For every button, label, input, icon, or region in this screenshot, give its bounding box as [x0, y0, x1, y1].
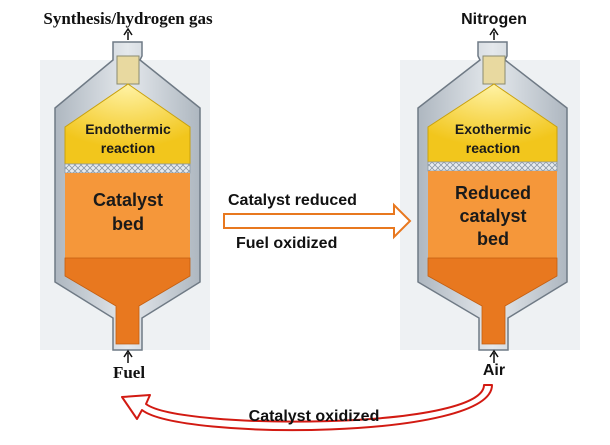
reduction-arrow-label-bottom: Fuel oxidized	[236, 235, 337, 252]
right-bed-line1: Reduced	[455, 183, 531, 203]
return-arrow-label: Catalyst oxidized	[249, 408, 380, 425]
left-upper-line1: Endothermic	[85, 121, 171, 137]
right-output-arrow	[489, 27, 499, 40]
reduction-arrow	[223, 202, 412, 240]
left-catalyst-bed	[65, 173, 190, 258]
right-grid-plate	[427, 161, 558, 172]
left-upper-line2: reaction	[101, 140, 155, 156]
right-reactor: Exothermic reaction Reduced catalyst bed	[400, 41, 580, 351]
left-top-output-label: Synthesis/hydrogen gas	[43, 9, 213, 28]
left-reactor: Endothermic reaction Catalyst bed	[40, 41, 210, 351]
left-grid-plate	[64, 163, 191, 174]
right-catalyst-bed	[428, 171, 557, 258]
right-input-arrow	[489, 349, 499, 363]
left-output-arrow	[123, 27, 133, 40]
left-bed-line1: Catalyst	[93, 190, 163, 210]
right-upper-line1: Exothermic	[455, 121, 531, 137]
right-top-nozzle	[482, 55, 506, 85]
right-bottom-input-label: Air	[483, 362, 505, 379]
left-top-nozzle	[116, 55, 140, 85]
right-upper-line2: reaction	[466, 140, 520, 156]
return-arrow	[121, 384, 493, 432]
left-bottom-input-label: Fuel	[113, 363, 145, 382]
right-bed-line2: catalyst	[459, 206, 526, 226]
right-bottom-zone	[427, 257, 558, 345]
left-bottom-zone	[64, 257, 191, 345]
left-input-arrow	[123, 349, 133, 363]
right-top-output-label: Nitrogen	[461, 11, 527, 28]
right-bed-line3: bed	[477, 229, 509, 249]
reduction-arrow-label-top: Catalyst reduced	[228, 192, 357, 209]
left-bed-line2: bed	[112, 214, 144, 234]
